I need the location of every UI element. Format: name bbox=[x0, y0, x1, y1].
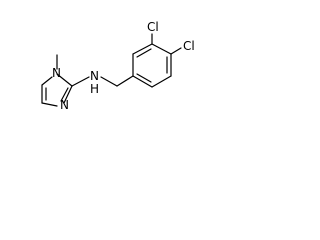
background bbox=[0, 0, 227, 136]
amine-n-label: N bbox=[90, 69, 99, 83]
cl-top-label: Cl bbox=[147, 20, 159, 34]
bond-c5-n1 bbox=[41, 76, 53, 86]
bond-nh-ch2 bbox=[100, 76, 118, 87]
bond-c2-n3 bbox=[63, 85, 73, 104]
bond-cl-right bbox=[170, 47, 182, 55]
amine-h-label: H bbox=[90, 82, 99, 96]
structure-diagram: Cl Cl N H N N bbox=[0, 0, 227, 136]
bond-ring-5 bbox=[151, 75, 172, 88]
atom-labels: Cl Cl N H N N bbox=[52, 20, 195, 112]
ring-n1-label: N bbox=[52, 66, 61, 80]
bond-c2-nh bbox=[71, 76, 90, 87]
bond-ch2-ring bbox=[116, 75, 134, 87]
bond-group bbox=[41, 33, 182, 107]
bond-ring-3 bbox=[151, 43, 172, 55]
bond-ring-double-a bbox=[136, 48, 152, 58]
bond-c2-n3-double bbox=[60, 87, 69, 102]
bond-n3-c4 bbox=[41, 102, 58, 107]
bond-n1-c2 bbox=[56, 73, 73, 87]
ring-n3-label: N bbox=[60, 98, 69, 112]
bond-ring-6 bbox=[132, 75, 153, 88]
bond-ring-2 bbox=[132, 43, 153, 55]
bond-ring-double-c bbox=[136, 73, 152, 83]
cl-right-label: Cl bbox=[183, 39, 195, 53]
molecule-drawing: Cl Cl N H N N bbox=[0, 0, 227, 136]
